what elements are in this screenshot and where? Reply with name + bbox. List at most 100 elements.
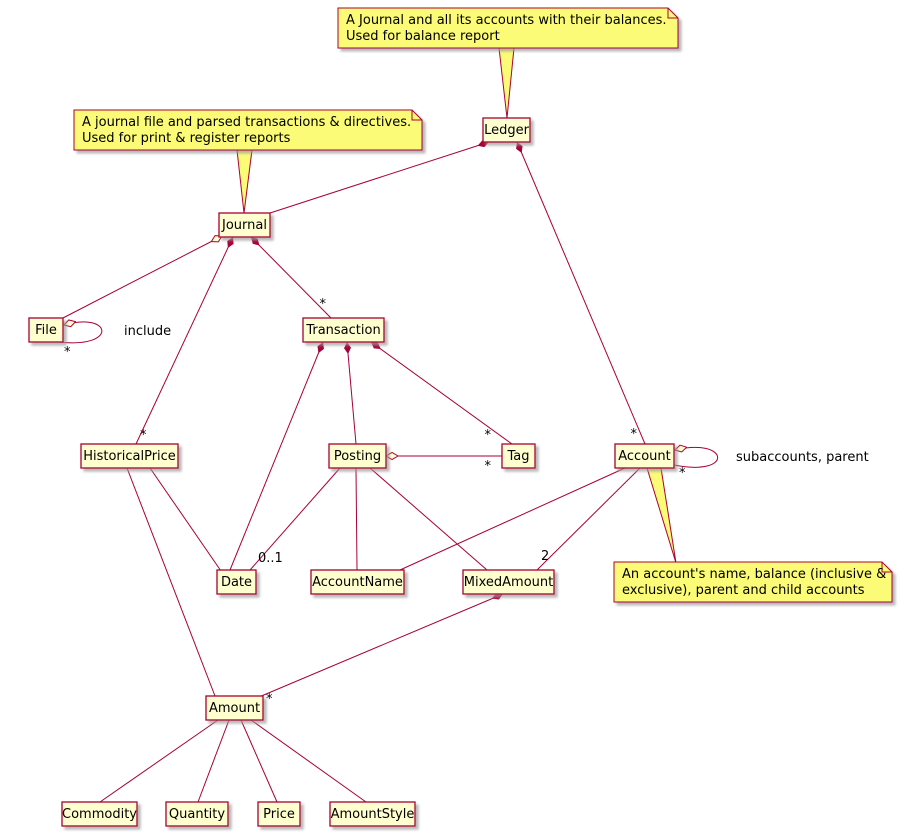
class-mixedamount-box — [462, 569, 555, 595]
edge-historicalprice-date — [149, 467, 222, 572]
multiplicity-ledger-account: * — [631, 427, 638, 442]
edge-labels-layer: * include * * * * * * subaccounts, paren… — [64, 297, 869, 707]
edge-transaction-date — [229, 341, 324, 571]
class-price: Price — [257, 801, 301, 827]
class-historicalprice-box — [80, 443, 179, 469]
notes-layer: A Journal and all its accounts with thei… — [73, 7, 893, 603]
class-commodity-label: Commodity — [62, 807, 137, 822]
multiplicity-transaction-tag: * — [485, 428, 492, 443]
note-journal-shape — [73, 109, 423, 151]
edges-layer — [57, 140, 719, 803]
note-account-line1: An account's name, balance (inclusive & — [622, 567, 886, 582]
class-date-box — [216, 569, 257, 595]
edge-journal-transaction — [250, 236, 332, 319]
class-accountname-box — [310, 569, 405, 595]
multiplicity-journal-transaction: * — [320, 297, 327, 312]
class-amountstyle-label: AmountStyle — [331, 807, 415, 822]
class-date: Date — [216, 569, 257, 595]
edge-journal-historicalprice — [135, 236, 234, 445]
class-transaction: Transaction — [302, 317, 385, 343]
note-account: An account's name, balance (inclusive & … — [613, 561, 893, 603]
edge-ledger-account — [516, 141, 646, 445]
class-ledger-box — [482, 117, 531, 143]
class-accountname: AccountName — [310, 569, 405, 595]
note-account-shape — [613, 561, 893, 603]
class-transaction-box — [302, 317, 385, 343]
multiplicity-posting-date: 0..1 — [258, 551, 283, 566]
class-ledger-label: Ledger — [484, 123, 530, 138]
class-posting-box — [328, 443, 387, 469]
class-file-label: File — [35, 323, 57, 338]
edge-label-include: include — [124, 324, 171, 339]
class-transaction-label: Transaction — [305, 323, 380, 338]
class-amountstyle: AmountStyle — [329, 801, 416, 827]
edge-amount-price — [240, 719, 278, 803]
multiplicity-account-mixedamount: 2 — [541, 549, 549, 564]
multiplicity-mixedamount-amount: * — [266, 692, 273, 707]
edge-posting-mixedamount — [369, 467, 488, 571]
class-price-box — [257, 801, 301, 827]
class-journal-label: Journal — [221, 218, 267, 233]
class-historicalprice-label: HistoricalPrice — [83, 449, 176, 464]
edge-amount-quantity — [197, 719, 230, 803]
class-amount: Amount — [205, 695, 264, 721]
edge-transaction-posting — [344, 341, 357, 445]
class-amountstyle-box — [329, 801, 416, 827]
class-historicalprice: HistoricalPrice — [80, 443, 179, 469]
class-commodity-box — [61, 801, 138, 827]
multiplicity-journal-historicalprice: * — [140, 428, 147, 443]
class-tag-box — [501, 443, 536, 469]
note-ledger-fold-icon — [667, 8, 678, 19]
note-connector-ledger — [498, 47, 515, 119]
class-tag: Tag — [501, 443, 536, 469]
note-ledger-line1: A Journal and all its accounts with thei… — [346, 13, 667, 28]
multiplicity-account-self: * — [679, 466, 686, 481]
class-account-label: Account — [618, 449, 671, 464]
class-file: File — [28, 317, 64, 343]
class-date-label: Date — [221, 575, 252, 590]
class-price-label: Price — [263, 807, 295, 822]
class-file-box — [28, 317, 64, 343]
edge-amount-commodity — [99, 719, 219, 803]
class-quantity-box — [165, 801, 229, 827]
class-mixedamount: MixedAmount — [462, 569, 555, 595]
note-connector-account — [646, 467, 677, 564]
edge-amount-amountstyle — [250, 719, 367, 803]
edge-posting-date — [249, 467, 341, 571]
edge-mixedamount-amount — [258, 593, 504, 698]
edge-file-self-include — [57, 322, 103, 344]
edge-posting-accountname — [355, 467, 358, 571]
note-ledger: A Journal and all its accounts with thei… — [337, 7, 679, 49]
note-journal-line2: Used for print & register reports — [82, 131, 291, 146]
edge-journal-file — [60, 236, 222, 320]
multiplicity-file-include: * — [64, 345, 71, 360]
class-journal: Journal — [218, 212, 271, 238]
edge-historicalprice-amount — [126, 467, 216, 697]
note-ledger-line2: Used for balance report — [346, 29, 500, 44]
note-account-line2: exclusive), parent and child accounts — [622, 583, 865, 598]
class-quantity-label: Quantity — [169, 807, 225, 822]
class-amount-label: Amount — [209, 701, 260, 716]
note-journal: A journal file and parsed transactions &… — [73, 109, 423, 151]
edge-ledger-journal — [266, 140, 490, 215]
class-account-box — [614, 443, 675, 469]
edge-label-subaccounts-parent: subaccounts, parent — [736, 450, 869, 465]
class-posting: Posting — [328, 443, 387, 469]
class-posting-label: Posting — [334, 449, 381, 464]
class-commodity: Commodity — [61, 801, 138, 827]
edge-account-self-subaccounts — [673, 447, 719, 468]
class-ledger: Ledger — [482, 117, 531, 143]
edge-account-mixedamount — [536, 467, 641, 571]
note-account-fold-icon — [881, 562, 892, 573]
class-journal-box — [218, 212, 271, 238]
note-journal-line1: A journal file and parsed transactions &… — [82, 115, 411, 130]
edge-account-accountname — [399, 467, 626, 571]
class-tag-label: Tag — [506, 449, 529, 464]
multiplicity-posting-tag: * — [485, 459, 492, 474]
class-quantity: Quantity — [165, 801, 229, 827]
class-mixedamount-label: MixedAmount — [464, 575, 553, 590]
class-amount-box — [205, 695, 264, 721]
note-journal-fold-icon — [411, 110, 422, 121]
